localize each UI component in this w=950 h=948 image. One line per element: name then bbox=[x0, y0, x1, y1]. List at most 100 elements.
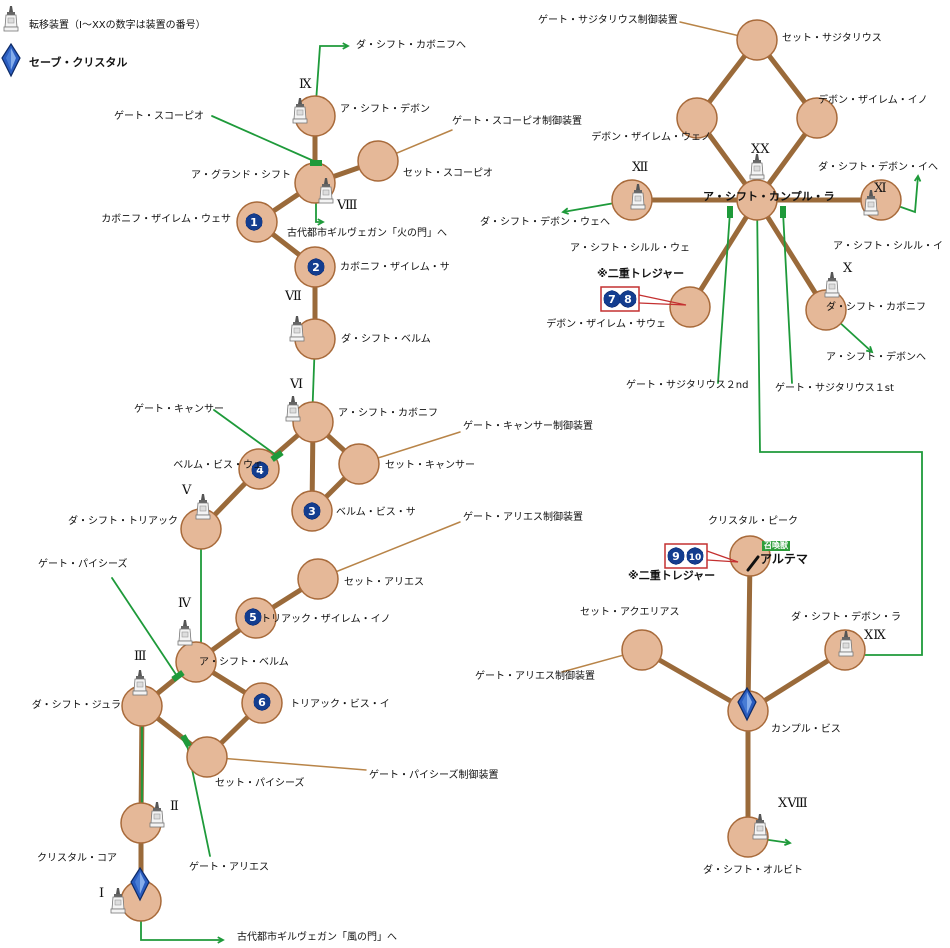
room-devon_zairemu_ueno[interactable] bbox=[676, 97, 718, 139]
teleporter-icon-IV[interactable] bbox=[177, 620, 193, 646]
annotation-double-treasure-1: ※二重トレジャー bbox=[597, 267, 685, 280]
leader-gate-sagittarius-1st bbox=[782, 211, 793, 384]
gates bbox=[171, 160, 786, 748]
route-to-wind-gate-arrowhead bbox=[217, 936, 225, 944]
save-crystal-icon-kanpuru-bisu[interactable] bbox=[737, 686, 757, 722]
double-treasure-box-9-10 bbox=[664, 543, 708, 569]
annotation-da-shift-kabonifu-he: ダ・シフト・カボニフへ bbox=[356, 40, 466, 51]
room-label-crystal_peak: クリスタル・ピーク bbox=[708, 516, 798, 527]
teleporter-icon-legend[interactable] bbox=[3, 6, 19, 32]
annotation-gate-pisces: ゲート・パイシーズ bbox=[38, 559, 128, 570]
treasure-number-t5: 5 bbox=[249, 611, 257, 624]
ultema-summon-badge: 召喚獣 bbox=[762, 541, 790, 551]
treasure-marker-t7[interactable]: 7 bbox=[603, 290, 621, 308]
teleporter-number-II: Ⅱ bbox=[170, 799, 179, 814]
teleporter-icon-XVIII[interactable] bbox=[752, 814, 768, 840]
gate-cancer-marker[interactable] bbox=[270, 450, 284, 462]
teleporter-number-IX: Ⅸ bbox=[299, 77, 312, 92]
room-devon_zairemu_saue[interactable] bbox=[669, 286, 711, 328]
room-label-toriakku_zairemu_ino: トリアック・ザイレム・イノ bbox=[261, 614, 391, 625]
treasure-number-t6: 6 bbox=[258, 696, 266, 709]
room-set_pisces[interactable] bbox=[186, 736, 228, 778]
treasure-marker-t1[interactable]: 1 bbox=[245, 213, 263, 231]
teleporter-icon-VII[interactable] bbox=[289, 316, 305, 342]
room-label-crystal_core: クリスタル・コア bbox=[37, 853, 117, 864]
gate-pisces-marker[interactable] bbox=[171, 670, 185, 682]
teleporter-icon-I[interactable] bbox=[110, 888, 126, 914]
room-label-da_shift_orubito: ダ・シフト・オルビト bbox=[703, 865, 803, 876]
teleporter-number-XVIII: ⅩⅧ bbox=[778, 796, 808, 811]
save-crystal-icon-legend[interactable] bbox=[1, 42, 21, 78]
gate-sagittarius-1st-marker[interactable] bbox=[780, 206, 786, 218]
teleporter-icon-II[interactable] bbox=[149, 802, 165, 828]
room-label-set_cancer: セット・キャンサー bbox=[385, 460, 475, 471]
room-set_aries[interactable] bbox=[297, 558, 339, 600]
treasure-marker-t5[interactable]: 5 bbox=[244, 608, 262, 626]
teleporter-icon-V[interactable] bbox=[195, 494, 211, 520]
treasure-marker-t6[interactable]: 6 bbox=[253, 693, 271, 711]
room-crystal_peak[interactable] bbox=[729, 535, 771, 577]
treasure-number-t1: 1 bbox=[250, 216, 258, 229]
route-xviii-arrowhead bbox=[784, 838, 792, 846]
room-label-a_shift_devon: ア・シフト・デボン bbox=[340, 104, 430, 115]
teleporter-icon-III[interactable] bbox=[132, 670, 148, 696]
legend bbox=[1, 42, 21, 78]
teleporter-icon-XIX[interactable] bbox=[838, 631, 854, 657]
teleporter-icon-XX[interactable] bbox=[749, 154, 765, 180]
gate-sagittarius-2nd-marker[interactable] bbox=[727, 206, 733, 218]
room-set_sagittarius[interactable] bbox=[736, 19, 778, 61]
annotation-gate-scorpio-control: ゲート・スコーピオ制御装置 bbox=[452, 116, 582, 127]
gate-aries-marker[interactable] bbox=[180, 734, 192, 748]
room-label-kabonifu_zairemu_sa: カボニフ・ザイレム・サ bbox=[340, 262, 450, 273]
treasure-number-t8: 8 bbox=[624, 293, 632, 306]
save-crystal-icon-crystal-core[interactable] bbox=[130, 866, 150, 902]
treasure-marker-t10[interactable]: 10 bbox=[686, 547, 704, 565]
treasure-marker-t9[interactable]: 9 bbox=[667, 547, 685, 565]
room-devon_zairemu_ino[interactable] bbox=[796, 97, 838, 139]
annotation-gate-scorpio: ゲート・スコーピオ bbox=[114, 111, 204, 122]
room-label-kanpuru_bisu: カンプル・ビス bbox=[771, 724, 841, 735]
treasure-marker-t3[interactable]: 3 bbox=[303, 502, 321, 520]
room-label-set_sagittarius: セット・サジタリウス bbox=[782, 33, 882, 44]
leader-gate-pisces bbox=[111, 577, 178, 677]
treasure-marker-t8[interactable]: 8 bbox=[619, 290, 637, 308]
room-a_shift_kanpuru_ra[interactable] bbox=[736, 179, 778, 221]
route-xx-xix bbox=[756, 199, 923, 656]
teleporter-number-VIII: Ⅷ bbox=[337, 198, 358, 213]
annotation-gate-aries-control-2: ゲート・アリエス制御装置 bbox=[475, 671, 595, 682]
edge-crystal_peak-kanpuru_bisu bbox=[745, 553, 753, 714]
room-set_aquarius[interactable] bbox=[621, 629, 663, 671]
teleporter-icon-VI[interactable] bbox=[285, 396, 301, 422]
annotation-da-shift-devon-i-he: ダ・シフト・デボン・イへ bbox=[818, 162, 938, 173]
treasure-marker-t2[interactable]: 2 bbox=[307, 258, 325, 276]
room-label-berumu_bisu_sa: ベルム・ビス・サ bbox=[336, 507, 416, 518]
teleporter-number-IV: Ⅳ bbox=[178, 596, 191, 611]
room-label-da_shift_kabonifu: ダ・シフト・カボニフ bbox=[826, 302, 926, 313]
teleporter-icon-X[interactable] bbox=[824, 272, 840, 298]
teleporter-icon-XII[interactable] bbox=[630, 184, 646, 210]
annotation-gate-aries: ゲート・アリエス bbox=[189, 862, 269, 873]
annotation-double-treasure-2: ※二重トレジャー bbox=[628, 569, 716, 582]
teleporter-icon-VIII[interactable] bbox=[318, 178, 334, 204]
gate-scorpio-marker[interactable] bbox=[310, 160, 322, 166]
room-label-da_shift_beryum: ダ・シフト・ベルム bbox=[341, 334, 431, 345]
annotation-gate-cancer-control: ゲート・キャンサー制御装置 bbox=[463, 421, 593, 432]
annotation-gate-sagittarius-control: ゲート・サジタリウス制御装置 bbox=[538, 15, 678, 26]
room-set_cancer[interactable] bbox=[338, 443, 380, 485]
annotation-gate-sagittarius-1st: ゲート・サジタリウス１st bbox=[775, 383, 894, 394]
treasure-marker-t4[interactable]: 4 bbox=[251, 461, 269, 479]
room-a_shift_berumu[interactable] bbox=[175, 641, 217, 683]
room-label-devon_zairemu_ueno: デボン・ザイレム・ウェノ bbox=[591, 132, 711, 143]
room-label-a_shift_kabonifu: ア・シフト・カボニフ bbox=[338, 408, 438, 419]
teleporter-icon-IX[interactable] bbox=[292, 98, 308, 124]
room-a_shift_kabonifu[interactable] bbox=[292, 401, 334, 443]
teleporter-number-VII: Ⅶ bbox=[285, 289, 302, 304]
teleporter-icon-XI[interactable] bbox=[863, 190, 879, 216]
room-label-a_shift_kanpuru_ra: ア・シフト・カンプル・ラ bbox=[703, 190, 835, 203]
room-set_scorpio[interactable] bbox=[357, 140, 399, 182]
leader-gate-sagittarius-2nd bbox=[717, 211, 731, 384]
annotation-gate-cancer: ゲート・キャンサー bbox=[134, 404, 224, 415]
room-label-devon_zairemu_ino: デボン・ザイレム・イノ bbox=[818, 95, 928, 106]
double-treasure-pointer-7-8 bbox=[638, 294, 687, 306]
edge-a_shift_kanpuru_ra-devon_zairemu_saue bbox=[687, 197, 760, 310]
